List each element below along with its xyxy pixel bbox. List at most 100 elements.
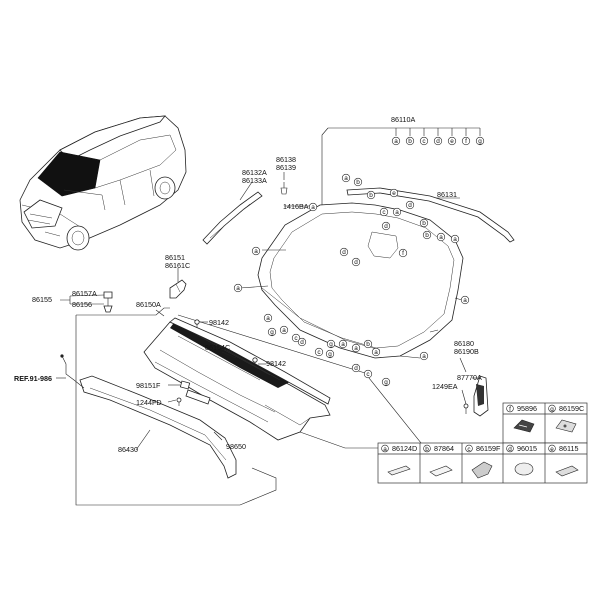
callout-b: b	[419, 218, 429, 227]
svg-text:a: a	[344, 175, 348, 182]
callout-g: g	[325, 349, 335, 358]
seal-86154C	[169, 317, 331, 405]
label-1249EA: 1249EA	[432, 382, 458, 391]
label-1244FD: 1244FD	[136, 398, 162, 407]
svg-text:a: a	[311, 204, 315, 211]
callout-b: b	[353, 177, 363, 186]
svg-text:g: g	[384, 379, 388, 386]
label-86150A: 86150A	[136, 300, 161, 309]
callout-a: a	[233, 283, 243, 292]
legend-bottom: a 86124D b 87864 c 86159F d 96015 e 8611…	[377, 442, 588, 484]
legend-bottom-code-3: d	[508, 446, 512, 453]
label-86430: 86430	[118, 445, 138, 454]
label-98142-upper: 98142	[209, 318, 229, 327]
svg-text:c: c	[366, 371, 370, 378]
svg-text:d: d	[354, 259, 358, 266]
callout-a: a	[251, 246, 261, 255]
header-code-a: a	[391, 136, 401, 145]
legend-top-code-0: f	[509, 406, 511, 413]
svg-text:a: a	[374, 349, 378, 356]
label-86133A: 86133A	[242, 176, 267, 185]
label-86132A: 86132A	[242, 168, 267, 177]
svg-text:e: e	[450, 138, 454, 145]
header-code-d: d	[433, 136, 443, 145]
legend-bottom-part-3: 96015	[517, 444, 537, 453]
callout-b: b	[363, 339, 373, 348]
svg-text:d: d	[436, 138, 440, 145]
icon-86159F-clip	[471, 461, 493, 479]
callout-d: d	[381, 221, 391, 230]
bracket-86151	[169, 279, 187, 299]
icon-86124D-pad	[387, 465, 411, 476]
svg-text:d: d	[408, 202, 412, 209]
label-98142-lower: 98142	[266, 359, 286, 368]
legend-top-part-0: 95896	[517, 404, 537, 413]
svg-text:b: b	[366, 341, 370, 348]
svg-text:c: c	[422, 138, 426, 145]
label-86151: 86151	[165, 253, 185, 262]
legend-bottom-part-2: 86159F	[476, 444, 501, 453]
icon-96015-sensor	[514, 462, 534, 476]
header-code-g: g	[475, 136, 485, 145]
callout-d: d	[339, 247, 349, 256]
callout-b: b	[366, 190, 376, 199]
svg-text:d: d	[354, 365, 358, 372]
vehicle-illustration	[19, 115, 187, 251]
svg-text:a: a	[422, 353, 426, 360]
callout-a: a	[419, 351, 429, 360]
callout-a: a	[371, 347, 381, 356]
label-1416BA: 1416BA	[283, 202, 309, 211]
callout-d: d	[351, 257, 361, 266]
svg-text:f: f	[465, 138, 467, 145]
svg-text:a: a	[354, 345, 358, 352]
cowl-bracket-86430	[79, 375, 237, 479]
legend-bottom-part-1: 87864	[434, 444, 454, 453]
callout-c: c	[363, 369, 373, 378]
svg-text:b: b	[369, 192, 373, 199]
svg-text:a: a	[395, 209, 399, 216]
legend-top-part-1: 86159C	[559, 404, 584, 413]
callout-a: a	[392, 207, 402, 216]
legend-bottom-code-0: a	[383, 446, 387, 453]
svg-text:c: c	[382, 209, 386, 216]
label-86139: 86139	[276, 163, 296, 172]
callout-c: c	[379, 207, 389, 216]
icon-86159C-clip	[555, 419, 577, 433]
cowl-panel-86150A	[143, 320, 331, 441]
svg-text:a: a	[282, 327, 286, 334]
header-code-b: b	[405, 136, 415, 145]
label-86190B: 86190B	[454, 347, 479, 356]
legend-bottom-part-4: 86115	[559, 444, 578, 453]
callout-a: a	[279, 325, 289, 334]
callout-a: a	[308, 202, 318, 211]
svg-text:c: c	[294, 335, 298, 342]
header-code-e: e	[447, 136, 457, 145]
svg-text:a: a	[254, 248, 258, 255]
svg-text:a: a	[236, 285, 240, 292]
header-code-f: f	[461, 136, 471, 145]
callout-a: a	[341, 173, 351, 182]
label-86110A: 86110A	[391, 115, 415, 124]
label-ref-91-986: REF.91-986	[14, 374, 52, 383]
svg-text:d: d	[342, 249, 346, 256]
svg-text:g: g	[328, 351, 332, 358]
svg-text:a: a	[439, 234, 443, 241]
callout-c: c	[291, 333, 301, 342]
svg-text:a: a	[463, 297, 467, 304]
legend-bottom-code-2: c	[467, 446, 471, 453]
label-86157A: 86157A	[72, 289, 97, 298]
label-86138: 86138	[276, 155, 296, 164]
callout-a: a	[351, 343, 361, 352]
callout-g: g	[326, 339, 336, 348]
svg-text:d: d	[300, 339, 304, 346]
legend-top-code-1: g	[550, 406, 554, 413]
icon-95896-sensor	[513, 419, 535, 433]
molding-86132A	[202, 191, 263, 245]
label-86180: 86180	[454, 339, 474, 348]
callout-a: a	[263, 313, 273, 322]
callout-d: d	[405, 200, 415, 209]
callout-c: c	[314, 347, 324, 356]
callout-d: d	[297, 337, 307, 346]
